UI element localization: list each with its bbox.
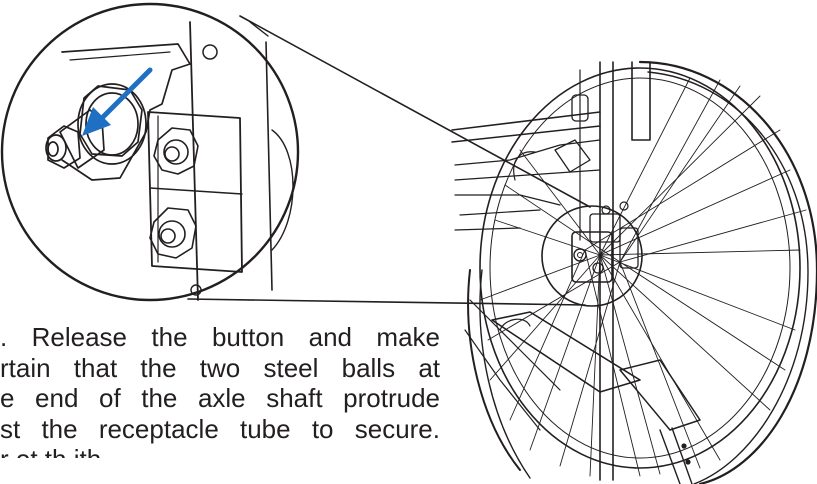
instruction-paragraph: . Release the button and make rtain that… [0, 322, 440, 458]
callout-line-bottom [187, 298, 586, 306]
paragraph-line: r ot th ith [0, 444, 440, 458]
paragraph-line: . Release the button and make [0, 322, 440, 352]
arrow-pointer-icon [82, 67, 153, 136]
wheel-drawing [451, 60, 817, 484]
paragraph-line: st the receptacle tube to secure. [0, 413, 440, 444]
detail-focus-circle [541, 205, 643, 307]
magnified-detail [0, 2, 300, 302]
paragraph-line: e end of the axle shaft protrude [0, 383, 440, 413]
paragraph-line: rtain that the two steel balls at [0, 352, 440, 383]
callout-line-top [239, 15, 591, 208]
